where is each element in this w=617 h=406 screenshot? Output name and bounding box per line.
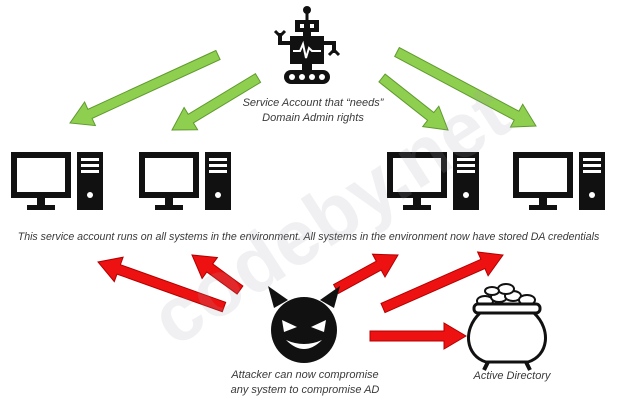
green-arrow — [378, 73, 449, 131]
green-arrow — [394, 46, 537, 128]
desktop-computer-icon — [513, 152, 605, 210]
attacker-caption-line: any system to compromise AD — [230, 384, 380, 396]
desktop-computer-icon — [139, 152, 231, 210]
green-arrows — [69, 46, 537, 131]
red-arrow — [380, 251, 504, 314]
robot-icon — [273, 6, 341, 84]
robot-caption-line: Service Account that “needs” — [242, 97, 384, 109]
robot-caption: Service Account that “needs” Domain Admi… — [218, 96, 408, 126]
attacker-caption-line: Attacker can now compromise — [231, 369, 379, 381]
pot-of-gold-icon — [467, 283, 547, 371]
red-arrow — [332, 253, 399, 295]
desktop-computer-icon — [387, 152, 479, 210]
service-account-note: This service account runs on all systems… — [17, 231, 600, 243]
desktop-computer-icon — [11, 152, 103, 210]
robot-caption-line: Domain Admin rights — [262, 112, 364, 124]
active-directory-label: Active Directory — [473, 370, 551, 382]
devil-face-icon — [268, 286, 340, 363]
red-arrow — [369, 322, 467, 350]
red-arrow — [97, 256, 227, 313]
attacker-caption: Attacker can now compromise any system t… — [210, 368, 400, 398]
red-arrows — [97, 251, 504, 350]
green-arrow — [69, 49, 221, 127]
green-arrow — [171, 73, 262, 131]
red-arrow — [191, 254, 244, 295]
